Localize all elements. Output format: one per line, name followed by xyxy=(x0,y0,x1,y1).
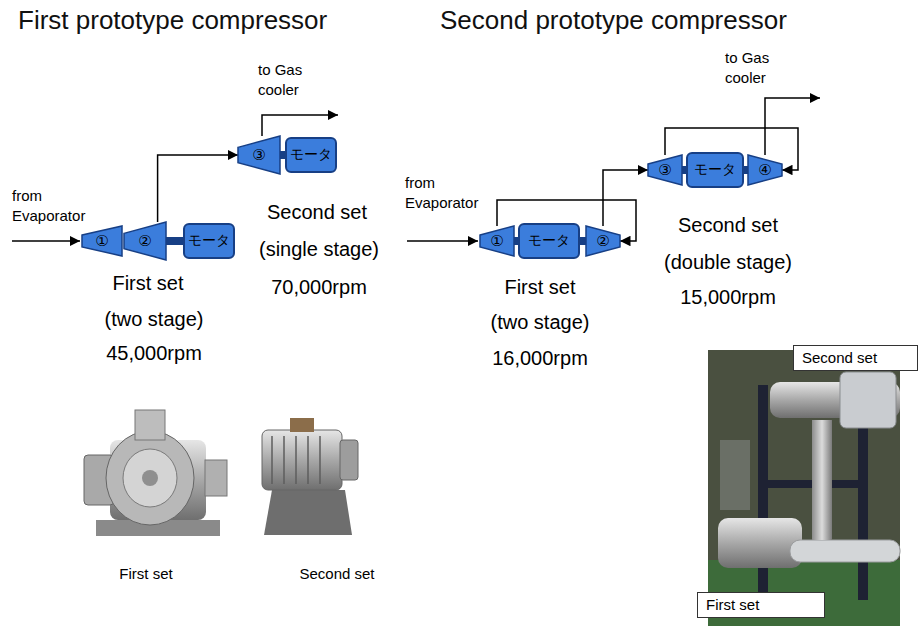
inlet-arrow xyxy=(12,240,80,242)
motor-stand xyxy=(264,490,352,535)
set-label: Second set xyxy=(267,199,367,225)
photo-tag: Second set xyxy=(793,345,918,371)
stage-number: ① xyxy=(490,233,503,250)
machine-hub xyxy=(142,470,158,486)
motor-fins xyxy=(272,436,320,484)
impeller-stage: ① xyxy=(82,226,122,256)
set-label: Second set xyxy=(678,212,778,238)
impeller-shape xyxy=(648,155,682,185)
tag-text: First set xyxy=(706,597,759,614)
impeller-shape xyxy=(586,226,620,256)
stage-number: ③ xyxy=(252,147,265,164)
rig-insulation xyxy=(840,372,896,428)
flow-arrow xyxy=(158,155,238,222)
impeller-shape xyxy=(124,222,166,260)
heading: Second prototype compressor xyxy=(440,4,787,38)
photo-tag: First set xyxy=(697,592,825,618)
impeller-stage: ② xyxy=(124,222,166,260)
motor-box: モータ xyxy=(518,223,580,259)
speed-label: 15,000rpm xyxy=(680,284,776,310)
motor-body xyxy=(262,430,342,490)
stage-label: (two stage) xyxy=(105,306,204,332)
outlet-arrow xyxy=(765,98,820,155)
flow-label: to Gas cooler xyxy=(258,60,334,99)
stage-number: ④ xyxy=(758,162,771,179)
heading: First prototype compressor xyxy=(18,4,327,38)
machine-nozzle xyxy=(135,410,165,440)
impeller-stage: ② xyxy=(586,226,620,256)
flow-label: from Evaporator xyxy=(405,173,497,212)
motor-terminal xyxy=(290,418,314,432)
stage-number: ③ xyxy=(658,162,671,179)
machine-nozzle xyxy=(205,460,227,496)
rig-pipe xyxy=(790,540,900,562)
impeller-stage: ④ xyxy=(748,155,782,185)
outlet-arrow xyxy=(262,115,338,136)
stage-label: (double stage) xyxy=(664,249,792,275)
motor-box: モータ xyxy=(285,137,337,173)
set-label: First set xyxy=(504,274,575,300)
rig-panel xyxy=(720,440,750,510)
impeller-stage: ③ xyxy=(238,136,280,174)
rig-photo xyxy=(708,350,900,626)
inlet-arrow xyxy=(407,240,478,242)
shaft xyxy=(166,237,183,245)
impeller-shape xyxy=(480,226,514,256)
impeller-stage: ③ xyxy=(648,155,682,185)
flow-arrow xyxy=(603,170,648,226)
flow-label: from Evaporator xyxy=(12,186,104,225)
machine-flange xyxy=(106,431,194,525)
set-label: First set xyxy=(112,270,183,296)
motor-label: モータ xyxy=(694,162,736,177)
photo-caption: First set xyxy=(119,564,172,584)
stage-number: ① xyxy=(95,233,108,250)
stage-label: (two stage) xyxy=(491,309,590,335)
motor-box: モータ xyxy=(686,152,744,188)
impeller-shape xyxy=(748,155,782,185)
motor-cap xyxy=(340,440,358,480)
machine-flange xyxy=(123,449,177,507)
speed-label: 45,000rpm xyxy=(106,340,202,366)
tag-text: Second set xyxy=(802,350,877,367)
motor-box: モータ xyxy=(183,223,235,259)
shaft xyxy=(580,237,586,245)
speed-label: 16,000rpm xyxy=(492,345,588,371)
stage-label: (single stage) xyxy=(259,236,379,262)
stage-number: ② xyxy=(138,233,151,250)
motor-label: モータ xyxy=(188,233,230,248)
speed-label: 70,000rpm xyxy=(271,274,367,300)
impeller-stage: ① xyxy=(480,226,514,256)
rig-first-set xyxy=(718,518,802,568)
photo-caption: Second set xyxy=(299,564,374,584)
motor-label: モータ xyxy=(290,147,332,162)
impeller-shape xyxy=(238,136,280,174)
rig-pipe xyxy=(812,420,832,540)
impeller-shape xyxy=(82,226,122,256)
stage-number: ② xyxy=(596,233,609,250)
flow-label: to Gas cooler xyxy=(725,48,801,87)
motor-label: モータ xyxy=(528,233,570,248)
